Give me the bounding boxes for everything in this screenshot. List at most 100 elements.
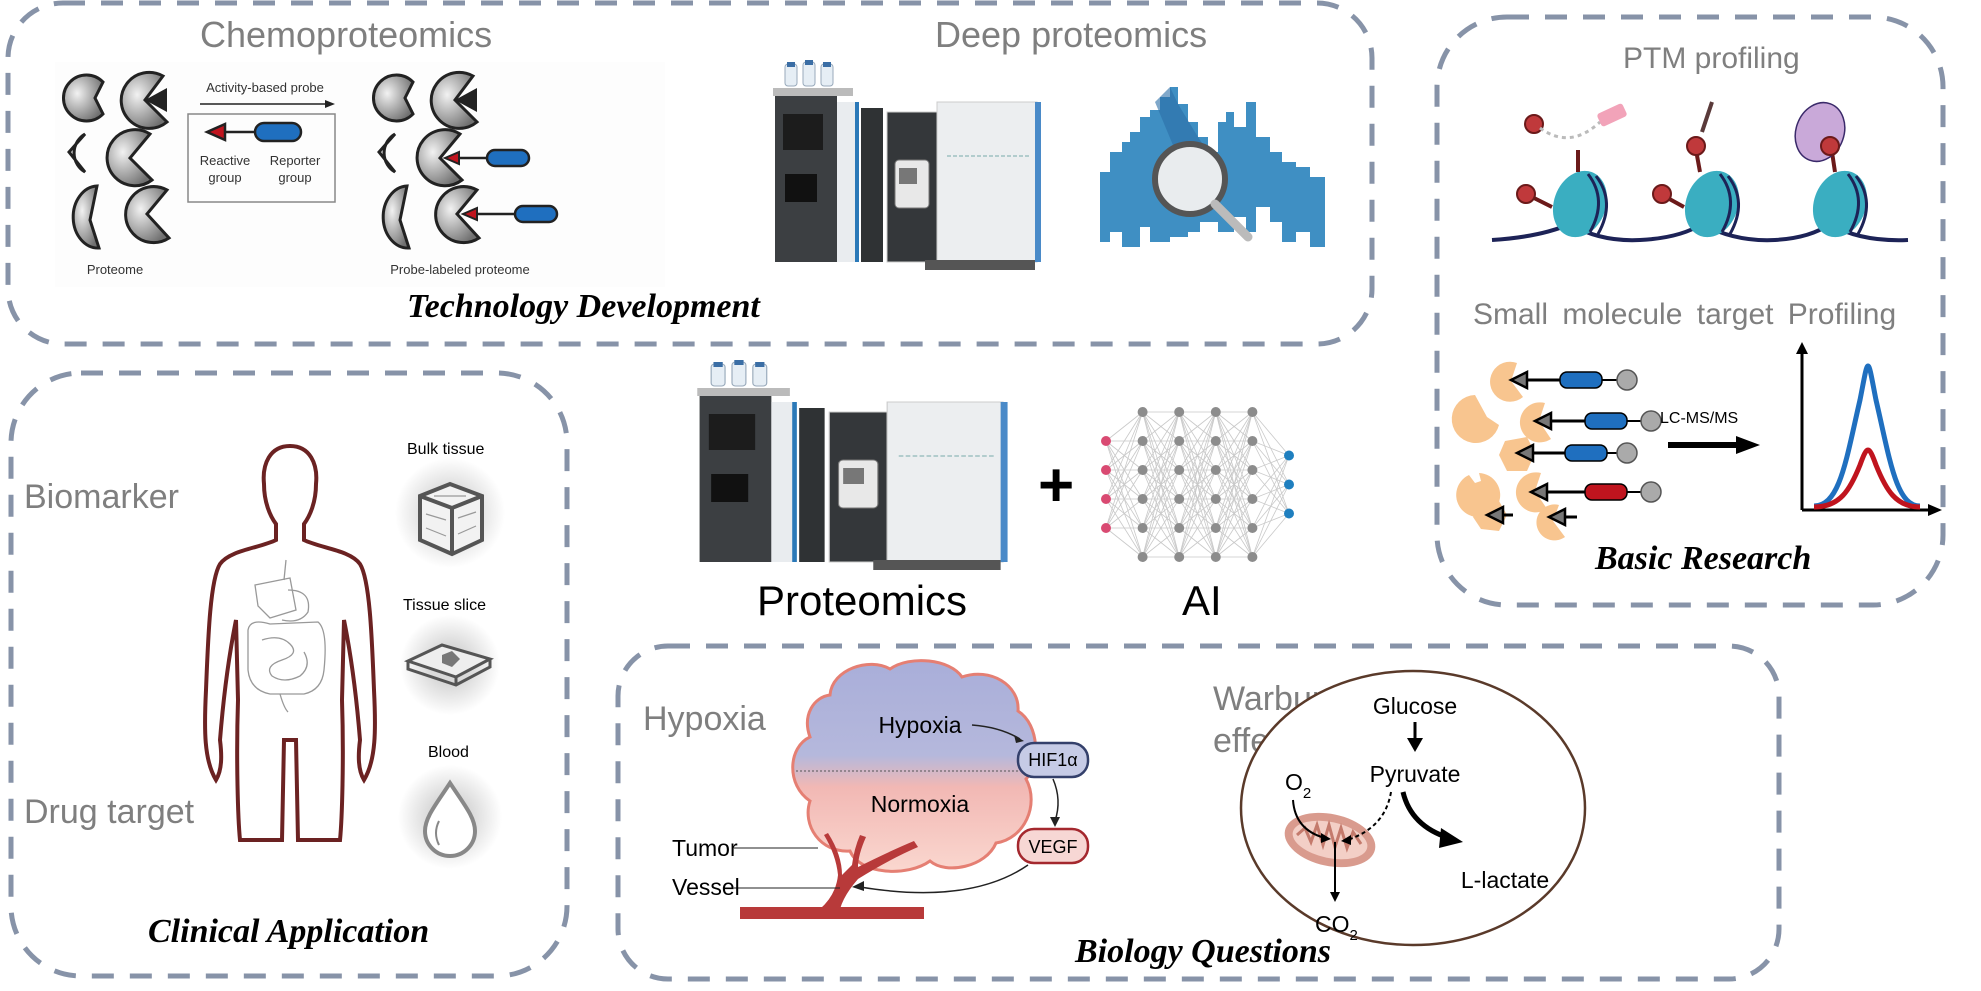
nn-connection [1105,527,1143,558]
chromatogram-peaks [1796,342,1942,516]
nn-hidden-node [1210,407,1221,417]
nn-connection [1142,411,1180,471]
blood-drop-icon [398,765,502,869]
nn-hidden-node [1174,465,1185,475]
nn-hidden-node [1174,494,1185,504]
small-molecule-probe-figure [1451,361,1662,541]
proteome-proteins [61,70,172,250]
hypoxia-heading: Hypoxia [643,700,766,738]
eraser-icon [1597,103,1627,127]
clinical-frame [8,370,570,979]
nn-hidden-node [1210,552,1221,562]
reporter-label-1: Reporter [270,153,321,168]
hif1a-node [1016,741,1090,779]
ptm-nucleosome-figure [1491,101,1909,243]
nn-hidden-node [1247,552,1258,562]
pyruvate-label: Pyruvate [1370,761,1461,787]
nn-hidden-node [1210,523,1221,533]
proteomics-label: Proteomics [757,577,968,624]
nn-connection [1252,484,1290,558]
nn-connection [1105,440,1143,529]
reader-protein-icon [1794,101,1846,163]
blood-label: Blood [428,744,469,761]
magnifier-lens [1152,141,1228,217]
nn-hidden-node [1137,552,1148,562]
lcms-arrow-icon [1668,436,1760,454]
nn-hidden-node [1247,465,1258,475]
nn-connection [1178,411,1217,529]
tumor-label: Tumor [672,835,738,861]
nn-connection [1105,498,1143,529]
nn-connection [1142,411,1180,529]
nn-hidden-node [1210,465,1221,475]
nn-connection [1215,411,1253,471]
nn-connection [1105,469,1143,529]
nn-hidden-node [1137,465,1148,475]
nn-hidden-node [1137,523,1148,533]
biotin-tags [1616,369,1662,503]
nn-connection [1215,411,1253,558]
drug-target-label: Drug target [24,793,195,831]
nn-input-node [1101,494,1111,504]
lactate-label: L-lactate [1461,867,1549,893]
nn-hidden-node [1137,436,1148,446]
nn-hidden-node [1210,436,1221,446]
body-outline [203,443,377,842]
basic-research-frame [1434,14,1946,608]
lactate-arrow [1439,828,1463,848]
nn-connection [1105,411,1143,500]
nn-connection [1178,440,1217,558]
nn-output-node [1284,450,1294,461]
nn-connection [1215,411,1253,500]
biomarker-label: Biomarker [24,478,179,516]
nn-connection [1215,440,1253,558]
co2-label: CO2 [1315,911,1358,944]
plus-icon: + [1038,451,1075,520]
hypoxia-zone-label: Hypoxia [878,712,961,738]
cell-membrane [1239,669,1587,947]
nn-input-node [1101,436,1111,446]
reactive-label-1: Reactive [200,153,251,168]
mitochondrion-icon [1284,812,1376,868]
ai-label: AI [1182,577,1222,624]
warburg-cell-diagram: Glucose Pyruvate O2 CO2 L-lactate [1239,669,1587,947]
lc-ms-instrument-icon [773,60,1041,270]
technology-frame [5,0,1375,347]
vegf-node [1016,827,1090,865]
nn-connection [1142,440,1180,558]
nn-connection [1215,527,1253,558]
solvent-bottles [784,60,834,87]
vessel-label: Vessel [672,874,740,900]
nn-hidden-node [1137,494,1148,504]
nucleosome [1812,170,1868,238]
nn-connection [1252,513,1290,558]
nn-connection [1105,411,1143,442]
clinical-application-title: Clinical Application [148,913,430,950]
nn-connection [1178,527,1217,558]
vegf-label: VEGF [1028,837,1077,857]
nn-connection [1215,411,1253,529]
spectrum-magnifier-icon [1100,87,1325,247]
tissue-slice-icon [400,615,500,715]
nn-connection [1252,455,1290,558]
nn-hidden-node [1247,436,1258,446]
nn-connection [1215,498,1253,558]
nn-connection [1215,469,1253,558]
probe-labeled-proteins [371,70,559,250]
tissue-slice-label: Tissue slice [403,597,486,614]
writer-pen-icon [1700,101,1714,133]
digestive-organs-icon [247,559,326,713]
nn-hidden-node [1247,494,1258,504]
nn-hidden-node [1174,436,1185,446]
nn-hidden-node [1137,407,1148,417]
nn-connection [1178,498,1217,558]
glucose-label: Glucose [1373,693,1457,719]
human-body-icon [203,443,377,842]
bound-ligand [145,88,167,112]
nn-hidden-node [1247,407,1258,417]
nn-input-node [1101,465,1111,475]
nn-hidden-node [1174,552,1185,562]
nn-hidden-node [1174,523,1185,533]
bulk-tissue-label: Bulk tissue [407,441,485,458]
